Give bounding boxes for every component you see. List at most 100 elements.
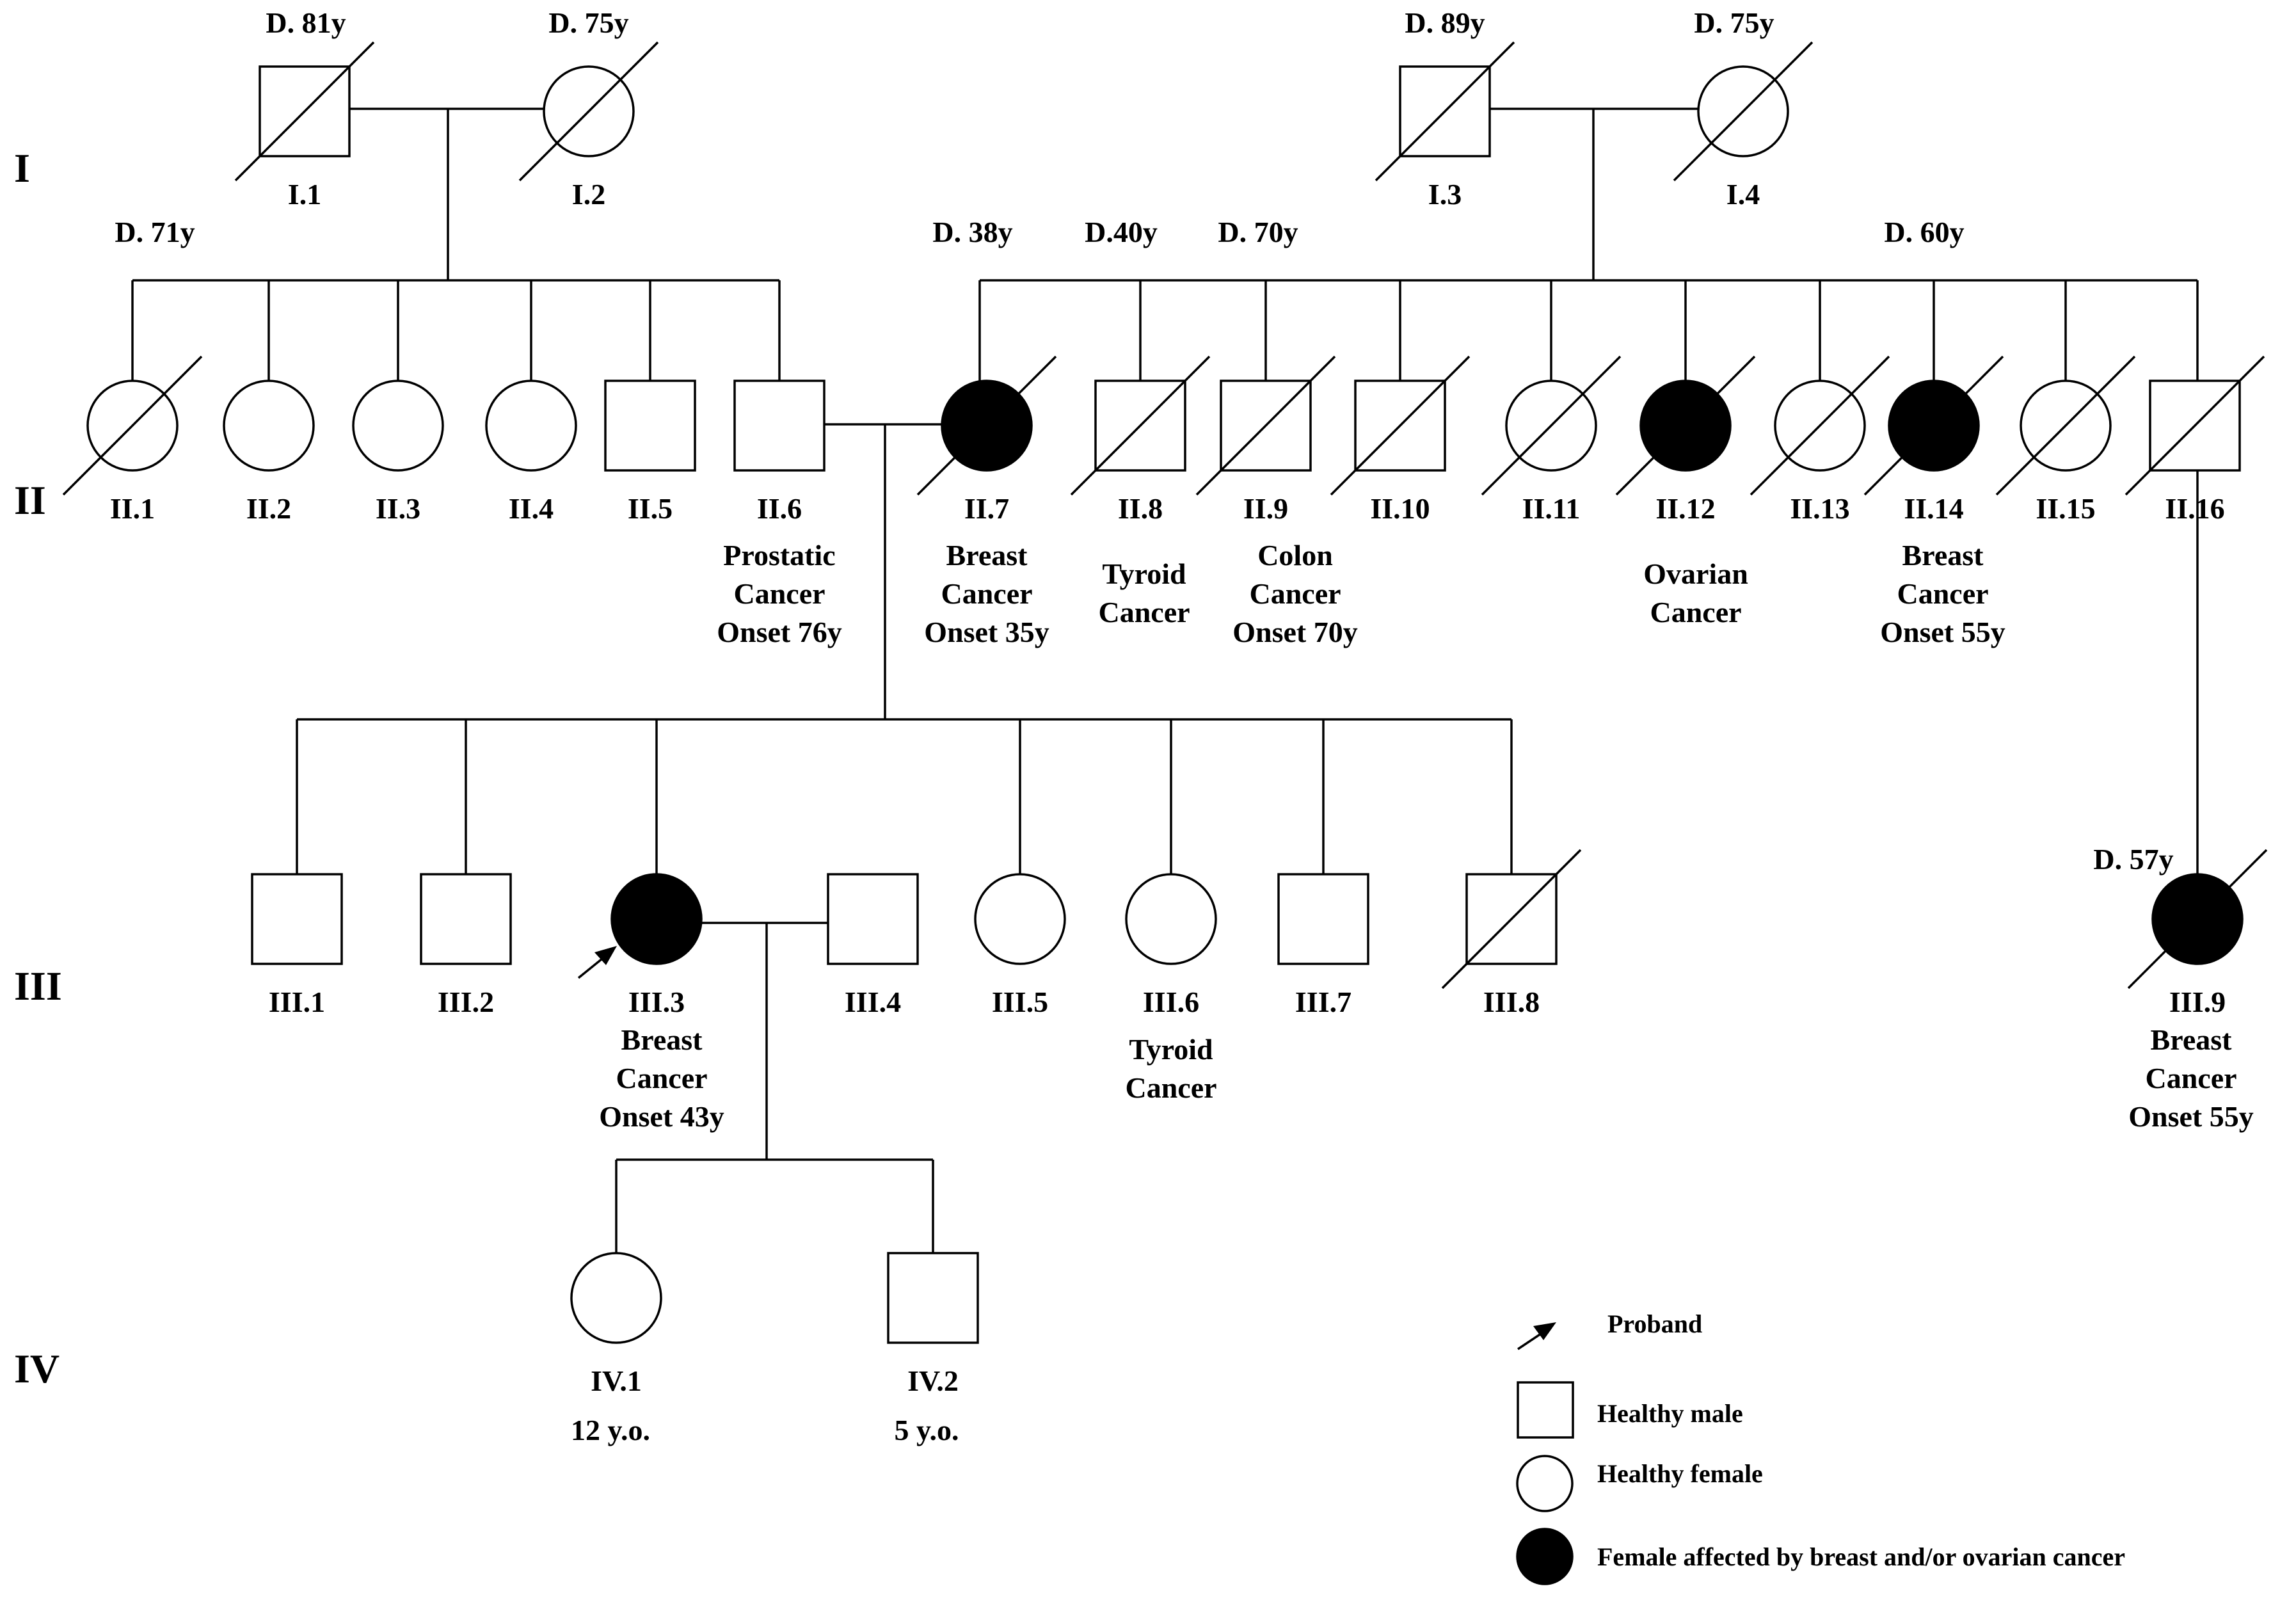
deceased-slash [916,355,1057,496]
female-symbol [974,873,1066,965]
death-age: D. 57y [2093,843,2173,876]
legend-affected-symbol [1516,1528,1574,1585]
individual-id: III.2 [438,986,494,1018]
individual-ii-15: II.15 [1995,355,2136,525]
generation-label-ii: II [14,477,46,523]
clinical-note: Onset 76y [717,616,842,648]
individual-id: I.1 [288,178,321,211]
clinical-note: Cancer [2145,1062,2236,1094]
individual-id: II.3 [376,492,420,525]
clinical-note: Tyroid [1102,557,1186,590]
individual-id: II.4 [509,492,554,525]
deceased-slash [1615,355,1756,496]
individual-ii-2: II.2 [223,380,315,525]
female-symbol [485,380,577,472]
male-symbol [420,873,512,965]
clinical-note: Cancer [1897,577,1988,610]
legend-female-symbol [1516,1455,1574,1512]
legend-healthy-male-label: Healthy male [1597,1399,1743,1428]
death-age: D. 38y [932,216,1012,248]
female-symbol [223,380,315,472]
individual-ii-1: II.1 D. 71y [62,216,203,525]
individual-id: II.10 [1370,492,1430,525]
individual-id: II.9 [1243,492,1288,525]
individual-iii-4: III.4 [827,873,919,1018]
individual-ii-5: II.5 [604,380,696,525]
deceased-slash [1481,355,1622,496]
individual-ii-16: II.16 [2125,355,2265,525]
individual-i-1: I.1 D. 81y [234,6,375,211]
individual-i-3: I.3D. 89y [1375,6,1515,211]
legend-affected-label: Female affected by breast and/or ovarian… [1597,1542,2125,1571]
individual-id: I.4 [1726,178,1760,211]
deceased-slash [1070,355,1211,496]
death-age: D.40y [1085,216,1158,248]
deceased-slash [1863,355,2004,496]
individual-id: III.4 [845,986,901,1018]
individual-id: II.15 [2036,492,2095,525]
male-symbol [887,1252,979,1344]
individual-iii-7: III.7 [1277,873,1369,1018]
legend-male-symbol [1517,1381,1574,1439]
clinical-note: Breast [1902,539,1984,572]
clinical-note: Breast [2151,1023,2233,1056]
individual-id: II.5 [628,492,673,525]
clinical-note: 5 y.o. [895,1414,959,1446]
clinical-note: Onset 55y [2128,1100,2254,1133]
female-symbol [352,380,444,472]
male-symbol [827,873,919,965]
relationship-lines [131,108,2199,1253]
clinical-note: Onset 55y [1880,616,2005,648]
deceased-slash [1195,355,1336,496]
individual-iii-2: III.2 [420,873,512,1018]
individual-id: II.12 [1655,492,1715,525]
clinical-note: Cancer [1125,1071,1216,1104]
male-symbol [604,380,696,472]
individual-iii-1: III.1 [251,873,343,1018]
clinical-note: Cancer [1650,596,1741,628]
individual-id: I.2 [572,178,605,211]
clinical-note: Tyroid [1129,1033,1213,1066]
generation-label-iii: III [14,963,62,1009]
death-age: D. 71y [115,216,195,248]
individual-id: III.6 [1143,986,1199,1018]
deceased-slash [2127,849,2268,989]
deceased-slash [62,355,203,496]
clinical-note: Onset 70y [1232,616,1358,648]
clinical-note: Breast [621,1023,703,1056]
proband-arrow-icon [577,946,617,979]
individual-id: II.1 [110,492,155,525]
death-age: D. 75y [1694,6,1774,39]
clinical-note: Cancer [1098,596,1190,628]
individual-id: II.13 [1790,492,1849,525]
individual-id: II.11 [1522,492,1581,525]
individual-ii-13: II.13 [1750,355,1890,525]
clinical-note: Cancer [733,577,825,610]
female-symbol [610,873,703,965]
individual-id: II.14 [1904,492,1963,525]
individual-iv-2: IV.25 y.o. [887,1252,979,1446]
death-age: D. 89y [1405,6,1485,39]
clinical-note: Cancer [1249,577,1341,610]
deceased-slash [518,41,659,182]
individual-id: III.9 [2169,986,2226,1018]
individual-ii-10: II.10 [1330,355,1471,525]
clinical-note: Onset 35y [924,616,1049,648]
individual-ii-3: II.3 [352,380,444,525]
death-age: D. 81y [266,6,346,39]
clinical-note: Prostatic [723,539,835,572]
individual-id: III.1 [269,986,325,1018]
individual-id: III.7 [1295,986,1351,1018]
generation-label-iv: IV [14,1346,60,1391]
clinical-note: Cancer [616,1062,707,1094]
deceased-slash [2125,355,2265,496]
individual-id: III.3 [628,986,685,1018]
